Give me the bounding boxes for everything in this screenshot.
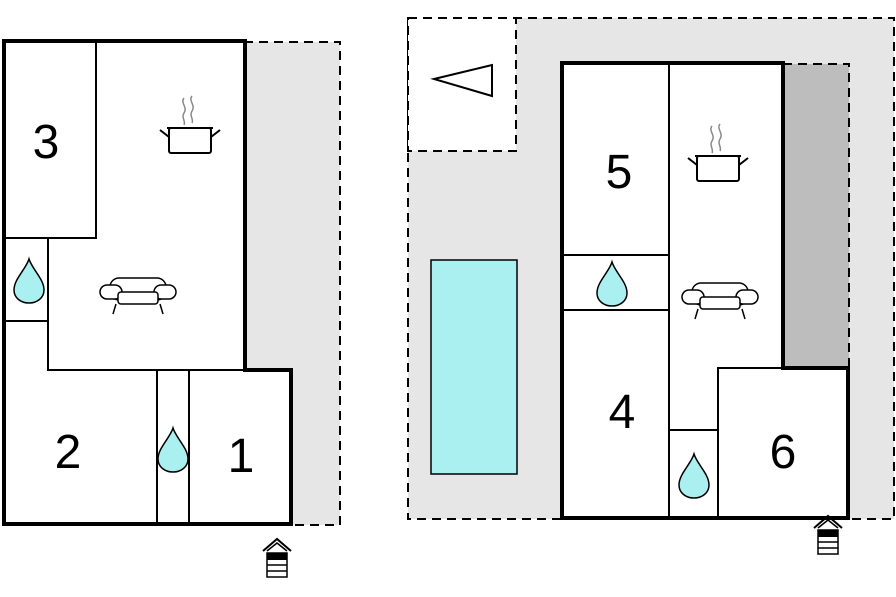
pool [430, 259, 518, 475]
covered-terrace [782, 63, 850, 369]
room-number: 5 [606, 146, 633, 199]
room-number: 4 [609, 386, 636, 439]
entrance-arrow-icon [262, 538, 292, 578]
right-floor-plan: 5 4 6 [407, 17, 895, 555]
room-number: 1 [228, 430, 255, 483]
room-number: 3 [33, 116, 60, 169]
room-6 [717, 367, 849, 519]
room-number: 6 [770, 426, 797, 479]
exterior-wall [2, 39, 293, 526]
north-direction-arrow-icon [430, 63, 493, 98]
room-number: 2 [55, 426, 82, 479]
exterior-wall [560, 61, 850, 520]
entrance-arrow-icon [813, 515, 843, 555]
room-3 [3, 40, 97, 239]
left-floor-plan: 3 2 1 [2, 39, 341, 578]
